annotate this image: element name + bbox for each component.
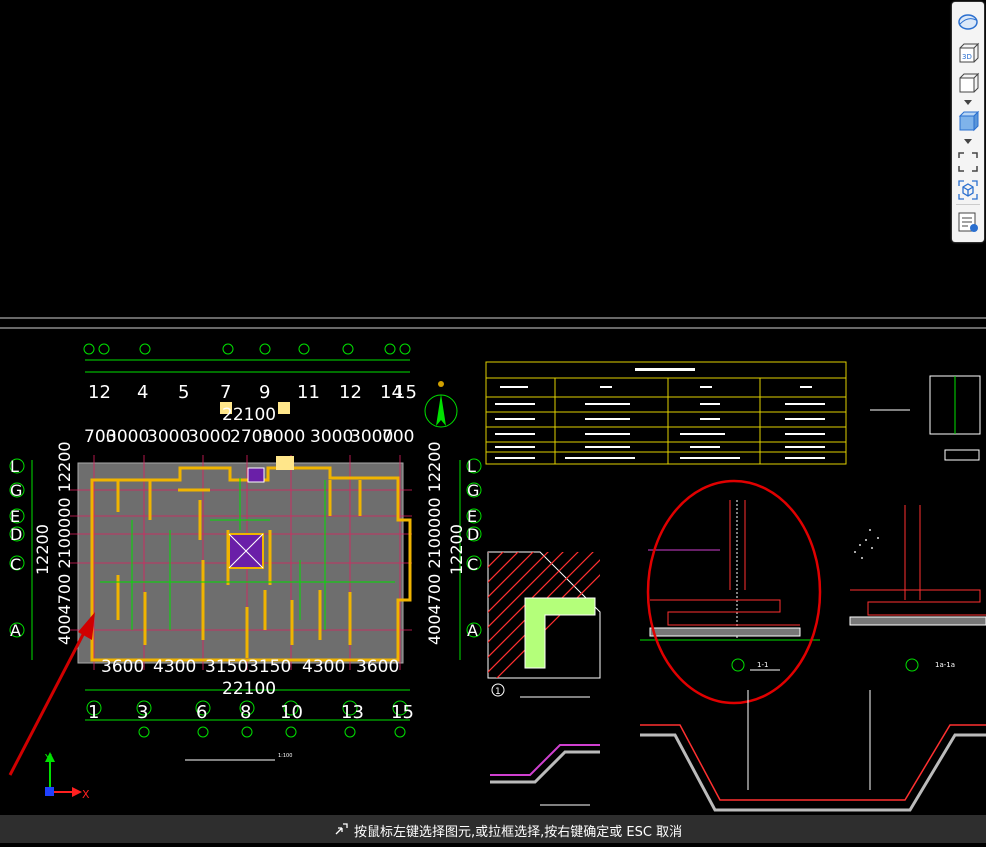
svg-text:3000: 3000 — [350, 427, 393, 447]
svg-text:3600: 3600 — [101, 657, 144, 677]
left-axis-labels: L G E D C A — [10, 457, 22, 640]
left-span-dimensions: 4004700 2100000 12200 — [55, 441, 74, 645]
orbit-icon[interactable] — [956, 10, 980, 34]
right-axis-labels: L G E D C A — [467, 457, 479, 640]
svg-text:3150: 3150 — [248, 657, 291, 677]
view-toolbar: 3D — [952, 2, 984, 242]
3d-view-icon[interactable]: 3D — [956, 42, 980, 66]
svg-text:L: L — [10, 457, 19, 476]
svg-text:D: D — [467, 525, 479, 544]
svg-text:D: D — [10, 525, 22, 544]
svg-text:7: 7 — [220, 382, 231, 403]
svg-text:4: 4 — [137, 382, 148, 403]
svg-text:E: E — [467, 507, 477, 526]
ucs-y-label: Y — [44, 752, 52, 765]
table-text-marks — [495, 368, 825, 459]
left-total-dimension: 12200 — [33, 524, 52, 575]
north-arrow-icon — [424, 381, 458, 428]
plan-scale: 1:100 — [278, 753, 292, 759]
svg-text:3150: 3150 — [205, 657, 248, 677]
svg-text:5: 5 — [178, 382, 189, 403]
svg-text:E: E — [10, 507, 20, 526]
svg-text:15: 15 — [394, 382, 417, 403]
svg-text:C: C — [467, 555, 478, 574]
svg-text:6: 6 — [196, 702, 207, 723]
top-total-dimension: 22100 — [222, 405, 276, 425]
svg-text:12: 12 — [339, 382, 362, 403]
svg-text:2700: 2700 — [230, 427, 273, 447]
highlight-ellipse — [646, 479, 822, 705]
svg-text:700: 700 — [84, 427, 116, 447]
annotation-arrow-icon — [8, 612, 95, 776]
fit-extent-icon[interactable] — [956, 150, 980, 174]
foundation-plan[interactable]: 12 4 5 7 9 11 12 14 15 22100 700 3000 30… — [9, 343, 482, 761]
svg-text:G: G — [467, 481, 479, 500]
svg-text:3000: 3000 — [188, 427, 231, 447]
svg-text:1a-1a: 1a-1a — [935, 661, 955, 669]
command-prompt-text: 按鼠标左键选择图元,或拉框选择,按右键确定或 ESC 取消 — [354, 825, 683, 840]
view-cube-icon[interactable] — [956, 72, 980, 96]
svg-text:14: 14 — [380, 382, 403, 403]
top-span-dimensions: 700 3000 3000 3000 2700 3000 3000 3000 7… — [84, 427, 414, 447]
bottom-total-dimension: 22100 — [222, 679, 276, 699]
right-span-dimensions: 4004700 2100000 12200 — [425, 441, 444, 645]
svg-text:C: C — [10, 555, 21, 574]
corner-detail: 1 — [487, 551, 601, 698]
section-1-1: 1-1 — [640, 500, 820, 672]
svg-text:3000: 3000 — [310, 427, 353, 447]
svg-text:1: 1 — [88, 702, 99, 723]
svg-text:A: A — [10, 621, 21, 640]
svg-text:A: A — [467, 621, 478, 640]
svg-text:3D: 3D — [962, 53, 972, 61]
section-1a-1a: 1a-1a — [849, 375, 986, 672]
chevron-down-icon[interactable] — [964, 100, 972, 105]
ucs-icon: Y X — [44, 752, 90, 801]
svg-text:3000: 3000 — [147, 427, 190, 447]
svg-text:8: 8 — [240, 702, 251, 723]
svg-text:700: 700 — [382, 427, 414, 447]
svg-text:3: 3 — [137, 702, 148, 723]
material-table — [485, 361, 847, 465]
svg-text:1: 1 — [495, 687, 501, 697]
svg-text:11: 11 — [297, 382, 320, 403]
svg-text:1-1: 1-1 — [757, 661, 768, 669]
svg-text:4300: 4300 — [153, 657, 196, 677]
bottom-axis-labels: 1 3 6 8 10 13 15 — [88, 702, 414, 723]
select-cursor-icon — [334, 822, 348, 840]
svg-text:3000: 3000 — [262, 427, 305, 447]
svg-text:13: 13 — [341, 702, 364, 723]
chevron-down-icon[interactable] — [964, 139, 972, 144]
svg-text:9: 9 — [259, 382, 270, 403]
svg-text:L: L — [467, 457, 476, 476]
svg-text:12: 12 — [88, 382, 111, 403]
svg-text:3600: 3600 — [356, 657, 399, 677]
property-list-icon[interactable] — [956, 210, 980, 234]
ucs-x-label: X — [82, 788, 90, 801]
svg-text:G: G — [10, 481, 22, 500]
top-axis-labels: 12 4 5 7 9 11 12 14 15 — [88, 382, 417, 403]
right-total-dimension: 12200 — [447, 524, 466, 575]
navigate-cube-icon[interactable] — [956, 178, 980, 202]
svg-text:15: 15 — [391, 702, 414, 723]
step-section — [490, 744, 600, 806]
solid-cube-icon[interactable] — [956, 110, 980, 134]
trench-section — [640, 690, 986, 812]
svg-text:10: 10 — [280, 702, 303, 723]
command-prompt-bar: 按鼠标左键选择图元,或拉框选择,按右键确定或 ESC 取消 — [0, 815, 986, 843]
svg-text:3000: 3000 — [106, 427, 149, 447]
svg-text:4300: 4300 — [302, 657, 345, 677]
bottom-span-dimensions: 3600 4300 3150 3150 4300 3600 — [101, 657, 399, 677]
